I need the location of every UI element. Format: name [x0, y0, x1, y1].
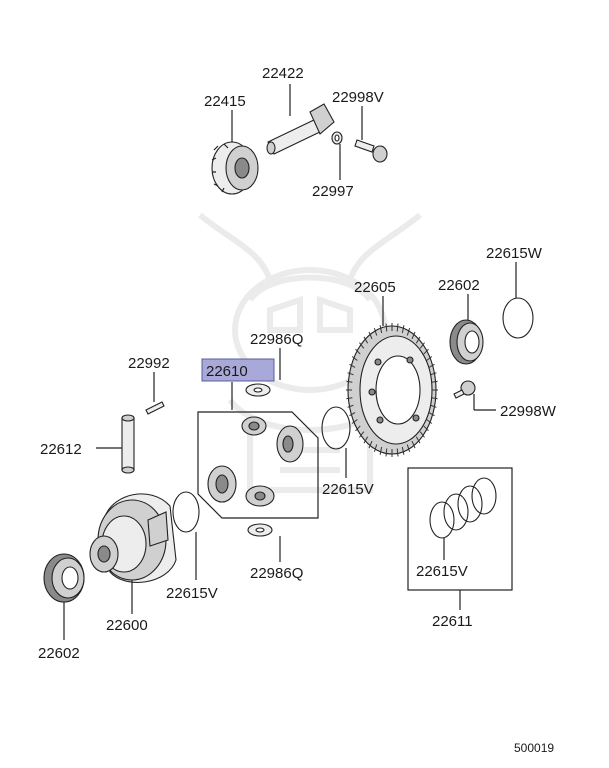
ring-gear-tooth: [415, 436, 421, 444]
label-22415[interactable]: 22415: [204, 93, 246, 110]
ring-gear-tooth: [396, 323, 399, 332]
label-22997[interactable]: 22997: [312, 183, 354, 200]
ring-gear-tooth: [373, 444, 378, 453]
pin-22992[interactable]: [145, 401, 165, 415]
washer-22986q-bot[interactable]: [247, 523, 273, 537]
ring-gear-tooth: [368, 331, 373, 340]
ring-gear-tooth: [426, 419, 433, 424]
bearing-22602-top[interactable]: [449, 319, 484, 365]
bearing-22602-bot[interactable]: [43, 553, 85, 603]
highlight-22610: [201, 358, 275, 382]
ring-gear-tooth: [379, 325, 383, 334]
label-22998v[interactable]: 22998V: [332, 89, 384, 106]
label-22602-top[interactable]: 22602: [438, 277, 480, 294]
shim-22615v-bot[interactable]: [172, 491, 200, 533]
ring-gear-22605[interactable]: [346, 323, 438, 457]
ring-gear-tooth: [419, 342, 425, 349]
ring-gear-tooth: [431, 380, 438, 383]
label-22605[interactable]: 22605: [354, 279, 396, 296]
gear-22415[interactable]: [211, 141, 259, 195]
ring-gear-tooth: [346, 397, 353, 400]
shaft-22422[interactable]: [266, 103, 335, 155]
label-22986q-bot[interactable]: 22986Q: [250, 565, 303, 582]
label-22610[interactable]: 22610: [206, 363, 248, 380]
ring-gear-tooth: [428, 412, 435, 417]
side-gear-left: [207, 465, 237, 503]
ring-gear-tooth: [406, 327, 411, 336]
label-22615v-box[interactable]: 22615V: [416, 563, 468, 580]
ring-gear-tooth: [359, 431, 365, 438]
pinion-gear-upper: [241, 416, 267, 436]
label-22602-bot[interactable]: 22602: [38, 645, 80, 662]
shim-22615v-mid[interactable]: [321, 406, 351, 450]
ring-gear-tooth: [415, 336, 421, 344]
washer-22986q-top[interactable]: [245, 383, 271, 397]
watermark-logo: [198, 212, 422, 493]
label-22998w[interactable]: 22998W: [500, 403, 557, 420]
ring-gear-tooth: [428, 363, 435, 368]
leader-lines: [63, 84, 517, 640]
ring-gear-tooth: [385, 323, 388, 332]
side-gear-right: [276, 425, 304, 463]
shaft-22612[interactable]: [121, 414, 135, 474]
ring-gear-tooth: [396, 448, 399, 457]
ring-gear-tooth: [351, 356, 358, 361]
ring-gear-tooth: [423, 425, 429, 432]
label-22615v-bot[interactable]: 22615V: [166, 585, 218, 602]
ring-gear-tooth: [351, 419, 358, 424]
ring-gear-tooth: [401, 446, 405, 455]
shim-22615w[interactable]: [502, 297, 534, 339]
label-22600[interactable]: 22600: [106, 617, 148, 634]
label-22612[interactable]: 22612: [40, 441, 82, 458]
label-22992[interactable]: 22992: [128, 355, 170, 372]
ring-gear-tooth: [368, 440, 373, 449]
ring-gear-tooth: [431, 397, 438, 400]
ring-gear-tooth: [401, 325, 405, 334]
ring-gear-tooth: [349, 363, 356, 368]
label-22422[interactable]: 22422: [262, 65, 304, 82]
label-22615v-mid[interactable]: 22615V: [322, 481, 374, 498]
bolt-22998v[interactable]: [354, 139, 388, 163]
ring-gear-tooth: [430, 372, 437, 376]
diff-gear-set-22610[interactable]: [197, 411, 319, 519]
ring-gear-tooth: [385, 448, 388, 457]
ring-gear-tooth: [355, 348, 361, 355]
diff-case-22600[interactable]: [89, 493, 177, 584]
washer-22997[interactable]: [331, 131, 343, 145]
label-22986q-top[interactable]: 22986Q: [250, 331, 303, 348]
ring-gear-tooth: [406, 444, 411, 453]
label-22611[interactable]: 22611: [432, 613, 473, 630]
ring-gear-tooth: [411, 331, 416, 340]
ring-gear-tooth: [359, 342, 365, 349]
ring-gear-tooth: [430, 404, 437, 408]
part-labels: 22422 22415 22998V 22997 22615W 22605 22…: [38, 65, 557, 662]
pinion-gear-lower: [245, 485, 275, 507]
label-22615w[interactable]: 22615W: [486, 245, 543, 262]
ring-gear-tooth: [349, 412, 356, 417]
ring-gear-tooth: [419, 431, 425, 438]
ring-gear-tooth: [363, 436, 369, 444]
ring-gear-tooth: [346, 380, 353, 383]
ring-gear-tooth: [426, 356, 433, 361]
ring-gear-tooth: [379, 446, 383, 455]
ring-gear-tooth: [373, 327, 378, 336]
ring-gear-tooth: [363, 336, 369, 344]
ring-gear-tooth: [347, 372, 354, 376]
diagram-footer-code: 500019: [514, 741, 554, 755]
bolt-22998w[interactable]: [453, 380, 476, 399]
ring-gear-tooth: [411, 440, 416, 449]
ring-gear-tooth: [347, 404, 354, 408]
ring-gear-tooth: [355, 425, 361, 432]
ring-gear-tooth: [423, 348, 429, 355]
